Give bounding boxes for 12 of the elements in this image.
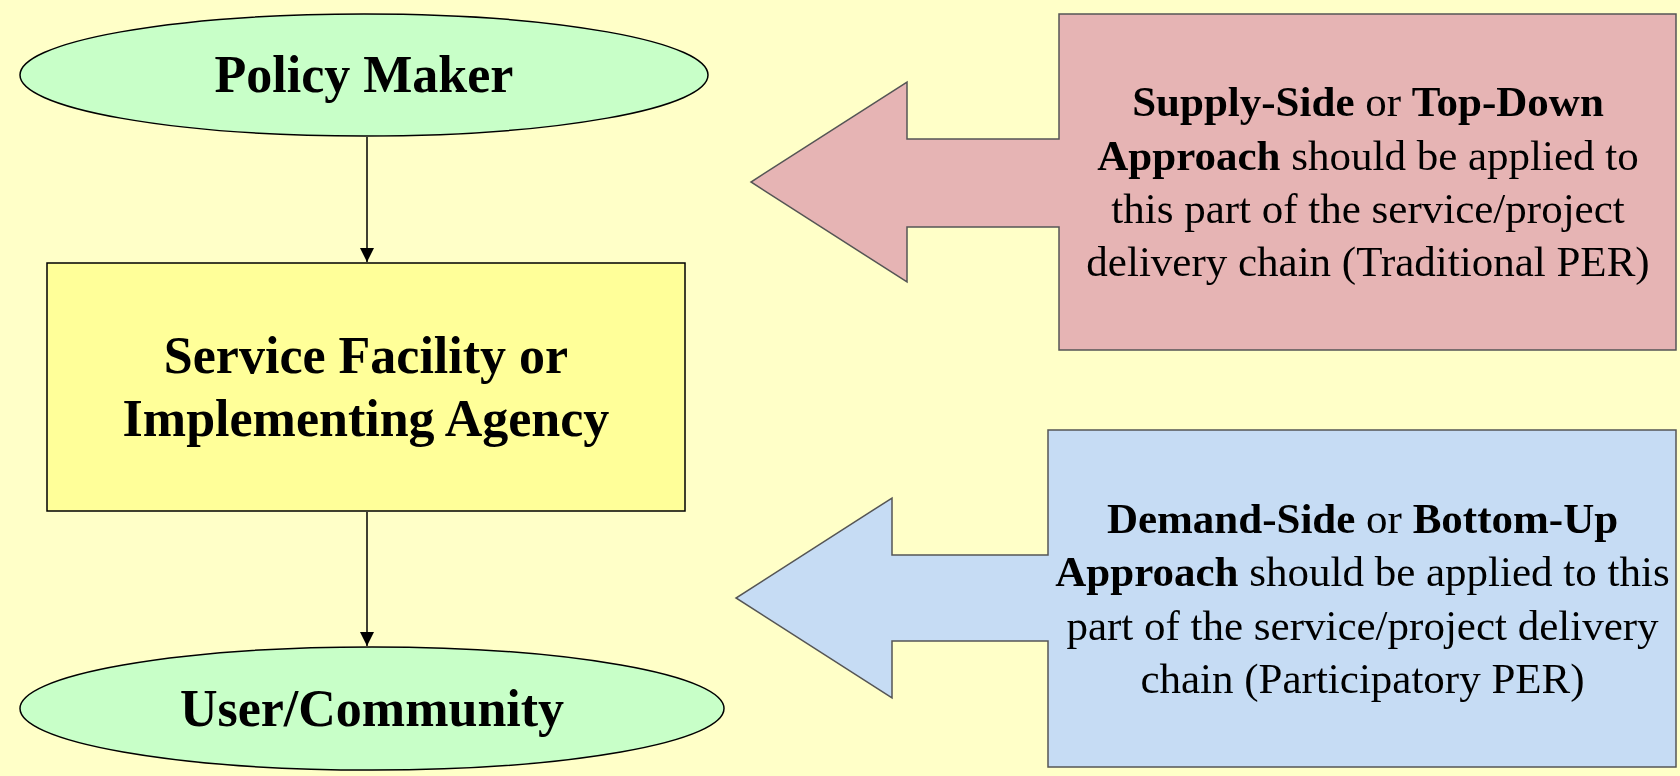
ellipse-node [19, 13, 709, 137]
arrow-callout [735, 429, 1677, 768]
node-label: Service Facility or Implementing Agency [121, 325, 611, 449]
node-label: User/Community [179, 678, 565, 739]
node-label: Policy Maker [214, 45, 514, 106]
arrow-callout [750, 13, 1677, 351]
callout-text: Demand-Side or Bottom-Up Approach should be applied to this part of the service/project delivery chain (Participatory PER) [1054, 493, 1671, 704]
arrow [360, 136, 374, 263]
arrow [360, 511, 374, 647]
ellipse-node [19, 646, 725, 771]
process-box [46, 262, 686, 512]
callout-text: Supply-Side or Top-Down Approach should be applied to this part of the service/project delivery chain (Traditional PER) [1085, 77, 1651, 288]
